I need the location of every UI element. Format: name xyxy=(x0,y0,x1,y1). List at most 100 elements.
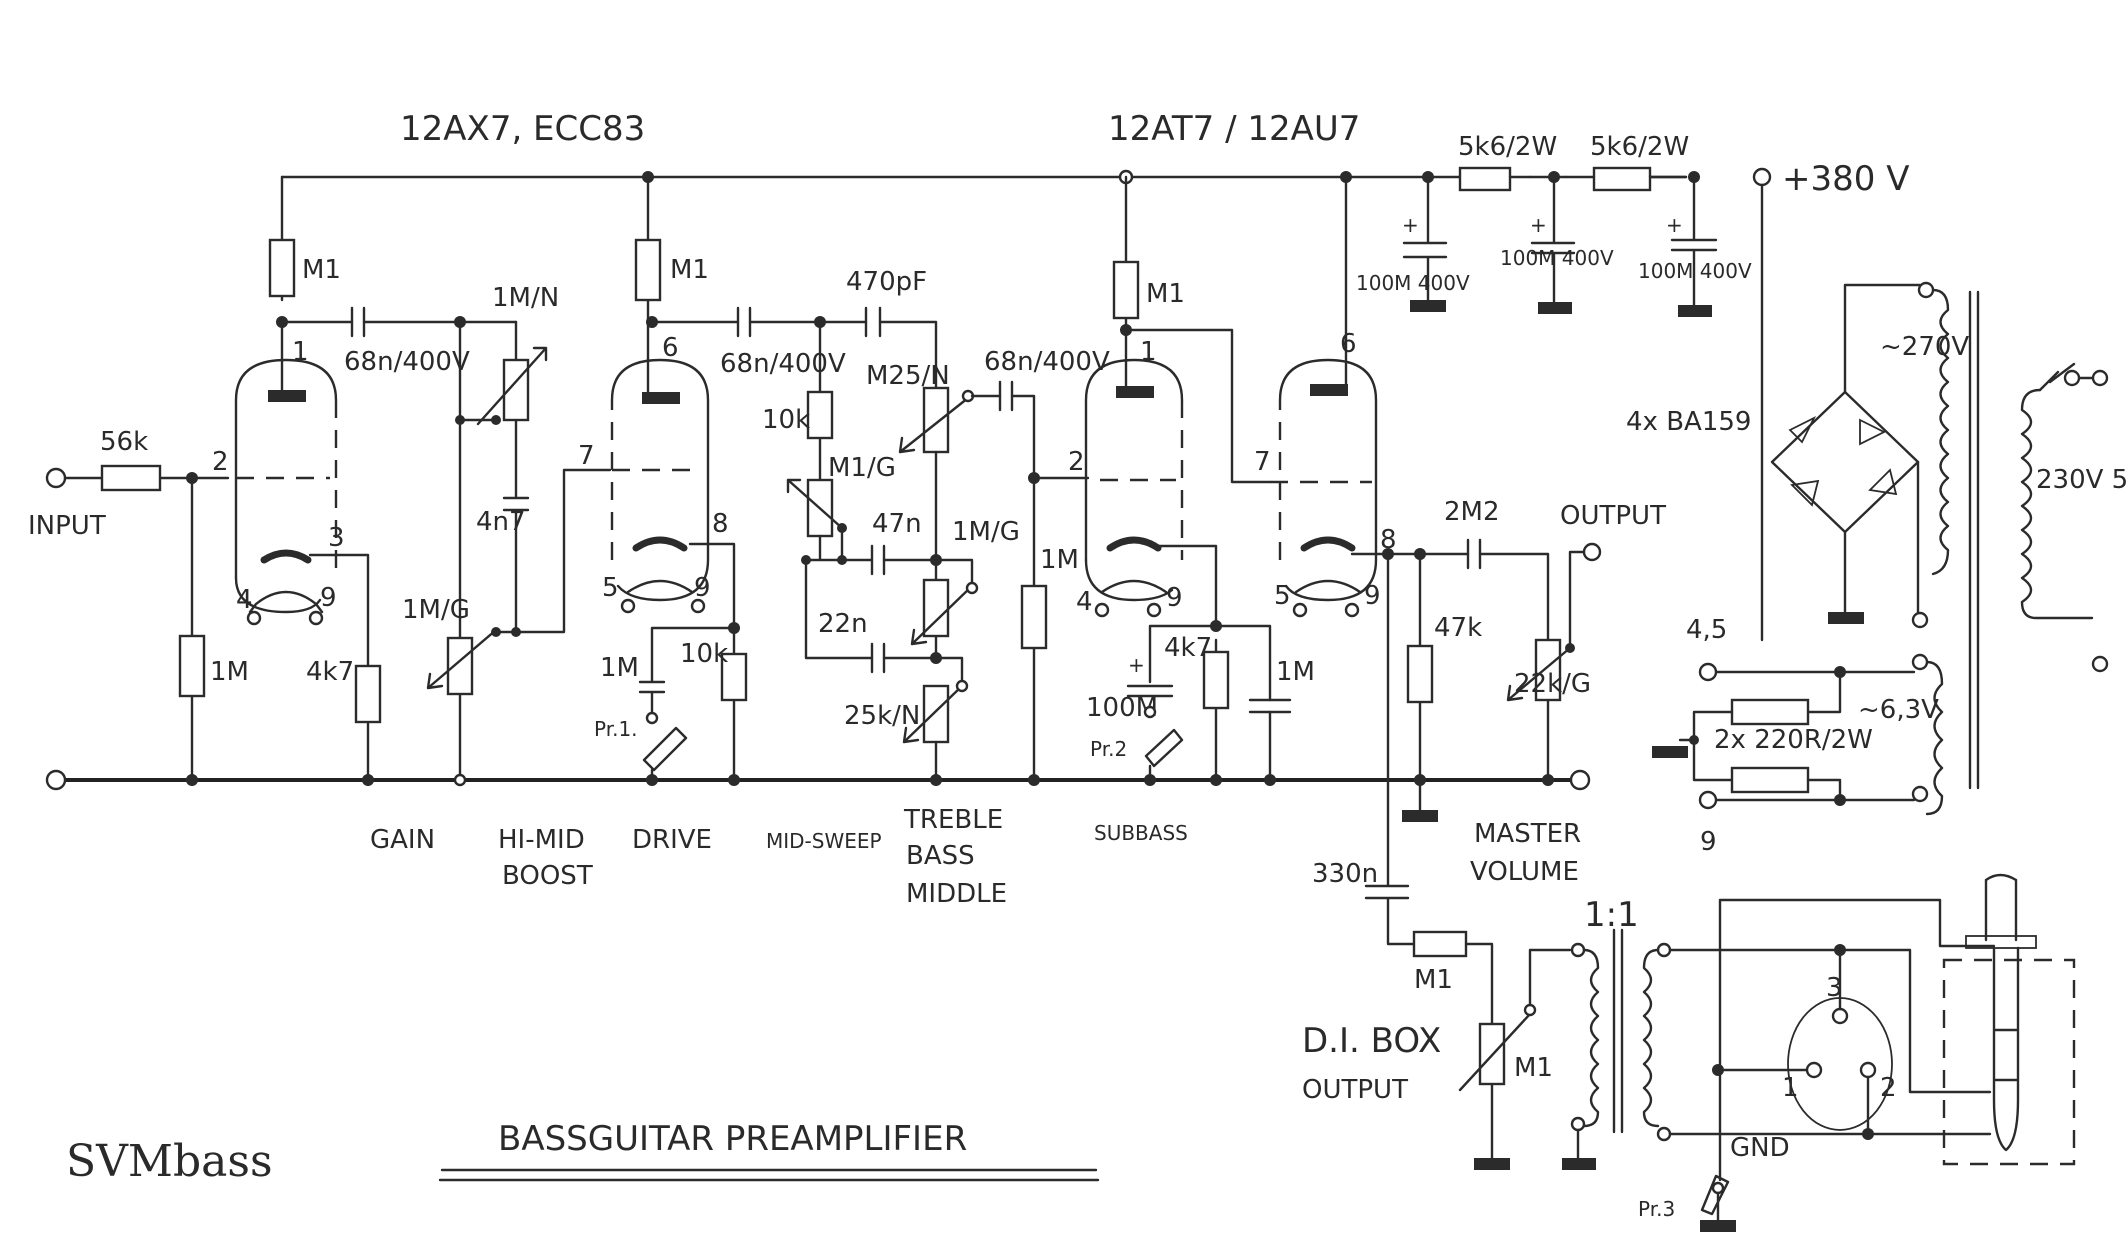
ground-lift-switch-label: Pr.3 xyxy=(1638,1197,1675,1221)
output-jack[interactable] xyxy=(1582,542,1602,562)
v2a-grid-resistor-value: 1M xyxy=(1040,545,1079,575)
v1a-coupling-cap-value: 68n/400V xyxy=(344,347,470,377)
v2b-pin-plate: 6 xyxy=(1340,329,1357,359)
b-plus-terminal[interactable] xyxy=(1752,167,1772,187)
v2b-cathode-resistor-value: 47k xyxy=(1434,613,1482,643)
power-transformer xyxy=(1911,281,2109,816)
v2a-cathode-resistor-value: 4k7 xyxy=(1164,633,1212,663)
grid-leak-resistor xyxy=(178,634,206,698)
treble-pot-value: M25/N xyxy=(866,361,950,391)
filter-cap-3: + xyxy=(1666,175,1718,317)
v1b-cathode-resistor xyxy=(720,652,748,702)
bass-pot[interactable] xyxy=(922,578,950,638)
svg-text:+: + xyxy=(1402,213,1419,237)
v2b-pin-heater-a: 5 xyxy=(1274,581,1291,611)
control-label-subbass: SUBBASS xyxy=(1094,821,1188,845)
v2a-cathode-cap2-value: 1M xyxy=(1276,657,1315,687)
ground-lift-switch[interactable] xyxy=(1700,1174,1730,1216)
mid-cap xyxy=(870,544,886,576)
tube-v1b xyxy=(610,358,710,602)
filter-cap-2: + xyxy=(1530,175,1576,314)
v2a-cathode-cap2 xyxy=(1248,698,1292,714)
mains-voltage-label: 230V 50Hz xyxy=(2036,465,2126,495)
subbass-switch[interactable] xyxy=(1144,728,1184,768)
master-volume-pot[interactable] xyxy=(1534,638,1562,702)
supply-voltage-label: +380 V xyxy=(1782,159,1909,199)
v2a-grid-resistor xyxy=(1020,584,1048,650)
himid-pot-value: 1M/N xyxy=(492,283,559,313)
control-label-gain: GAIN xyxy=(370,825,435,855)
subbass-switch-label: Pr.2 xyxy=(1090,737,1127,761)
v1a-plate-resistor-value: M1 xyxy=(302,255,341,285)
control-label-middle: MIDDLE xyxy=(906,879,1007,909)
v1b-pin-plate: 6 xyxy=(662,333,679,363)
tone-coupling-cap-value: 68n/400V xyxy=(720,349,846,379)
svg-text:+: + xyxy=(1530,213,1547,237)
control-label-master: MASTER xyxy=(1474,819,1581,849)
v1b-pin-heater-a: 5 xyxy=(602,573,619,603)
xlr-pin-3: 3 xyxy=(1826,973,1843,1003)
v1b-pin-cathode: 8 xyxy=(712,509,729,539)
filter-cap-1: + xyxy=(1402,175,1448,312)
v2b-cathode-resistor xyxy=(1406,644,1434,704)
input-ground-terminal[interactable] xyxy=(45,769,67,791)
mid-sweep-pot-value: M1/G xyxy=(828,453,896,483)
xlr-pin-2: 2 xyxy=(1880,1073,1897,1103)
v1a-plate-resistor xyxy=(268,238,296,298)
svg-text:+: + xyxy=(1666,213,1683,237)
v2b-pin-heater-b: 9 xyxy=(1364,581,1381,611)
tube-v2a xyxy=(1084,358,1184,602)
tone-out-cap-value: 68n/400V xyxy=(984,347,1110,377)
di-pot-value: M1 xyxy=(1514,1053,1553,1083)
master-volume-value: 22k/G xyxy=(1514,669,1591,699)
tube-type-stage2: 12AT7 / 12AU7 xyxy=(1108,109,1360,149)
rectifier-bridge xyxy=(1770,283,1922,624)
heater-pin-a-label: 4,5 xyxy=(1686,615,1727,645)
tube-type-stage1: 12AX7, ECC83 xyxy=(400,109,645,149)
di-ratio-label: 1:1 xyxy=(1584,895,1639,935)
drive-switch-label: Pr.1. xyxy=(594,717,638,741)
brand-signature: SVMbass xyxy=(66,1136,273,1187)
supply-resistor-2-value: 5k6/2W xyxy=(1590,132,1689,162)
v2b-pin-cathode: 8 xyxy=(1380,525,1397,555)
di-cap-value: 330n xyxy=(1312,859,1378,889)
himid-cap-value: 4n7 xyxy=(476,507,526,537)
v1a-cathode-resistor-value: 4k7 xyxy=(306,657,354,687)
v2a-pin-heater-b: 9 xyxy=(1166,583,1183,613)
svg-text:+: + xyxy=(1128,653,1145,677)
v2a-plate-resistor xyxy=(1112,260,1140,320)
heater-circuit xyxy=(1652,662,1916,810)
transformer-hv-label: ~270V xyxy=(1880,332,1969,362)
xlr-pin-1: 1 xyxy=(1782,1073,1799,1103)
middle-pot[interactable] xyxy=(922,684,950,744)
supply-resistor-2 xyxy=(1592,166,1652,192)
v2b-pin-grid: 7 xyxy=(1254,447,1271,477)
gnd-label: GND xyxy=(1730,1133,1790,1163)
bass-cap xyxy=(870,642,886,674)
treble-pot[interactable] xyxy=(922,386,950,454)
drawing-title: BASSGUITAR PREAMPLIFIER xyxy=(498,1119,967,1159)
quarter-inch-jack[interactable] xyxy=(1942,873,2076,1166)
drive-switch[interactable] xyxy=(642,726,688,772)
di-resistor xyxy=(1412,930,1468,958)
tone-resistor-value: 10k xyxy=(762,405,810,435)
output-ground-terminal[interactable] xyxy=(1569,769,1591,791)
heater-pin-b-label: 9 xyxy=(1700,827,1717,857)
input-jack[interactable] xyxy=(45,467,67,489)
control-label-mid-sweep: MID-SWEEP xyxy=(766,829,882,853)
control-label-drive: DRIVE xyxy=(632,825,712,855)
control-label-boost: BOOST xyxy=(502,861,593,891)
b-plus-rail xyxy=(280,167,1772,242)
gain-pot[interactable] xyxy=(446,636,474,696)
v2b-output-cap-value: 2M2 xyxy=(1444,497,1500,527)
bass-pot-value: 1M/G xyxy=(952,517,1020,547)
heater-resistor-label: 2x 220R/2W xyxy=(1714,725,1873,755)
tube-v2b xyxy=(1270,358,1378,602)
di-transformer xyxy=(1562,928,1672,1170)
v2a-pin-grid: 2 xyxy=(1068,447,1085,477)
xlr-connector[interactable] xyxy=(1787,997,1893,1131)
v1a-coupling-cap xyxy=(350,306,366,338)
tone-out-cap xyxy=(998,380,1014,412)
input-resistor-value: 56k xyxy=(100,427,148,457)
